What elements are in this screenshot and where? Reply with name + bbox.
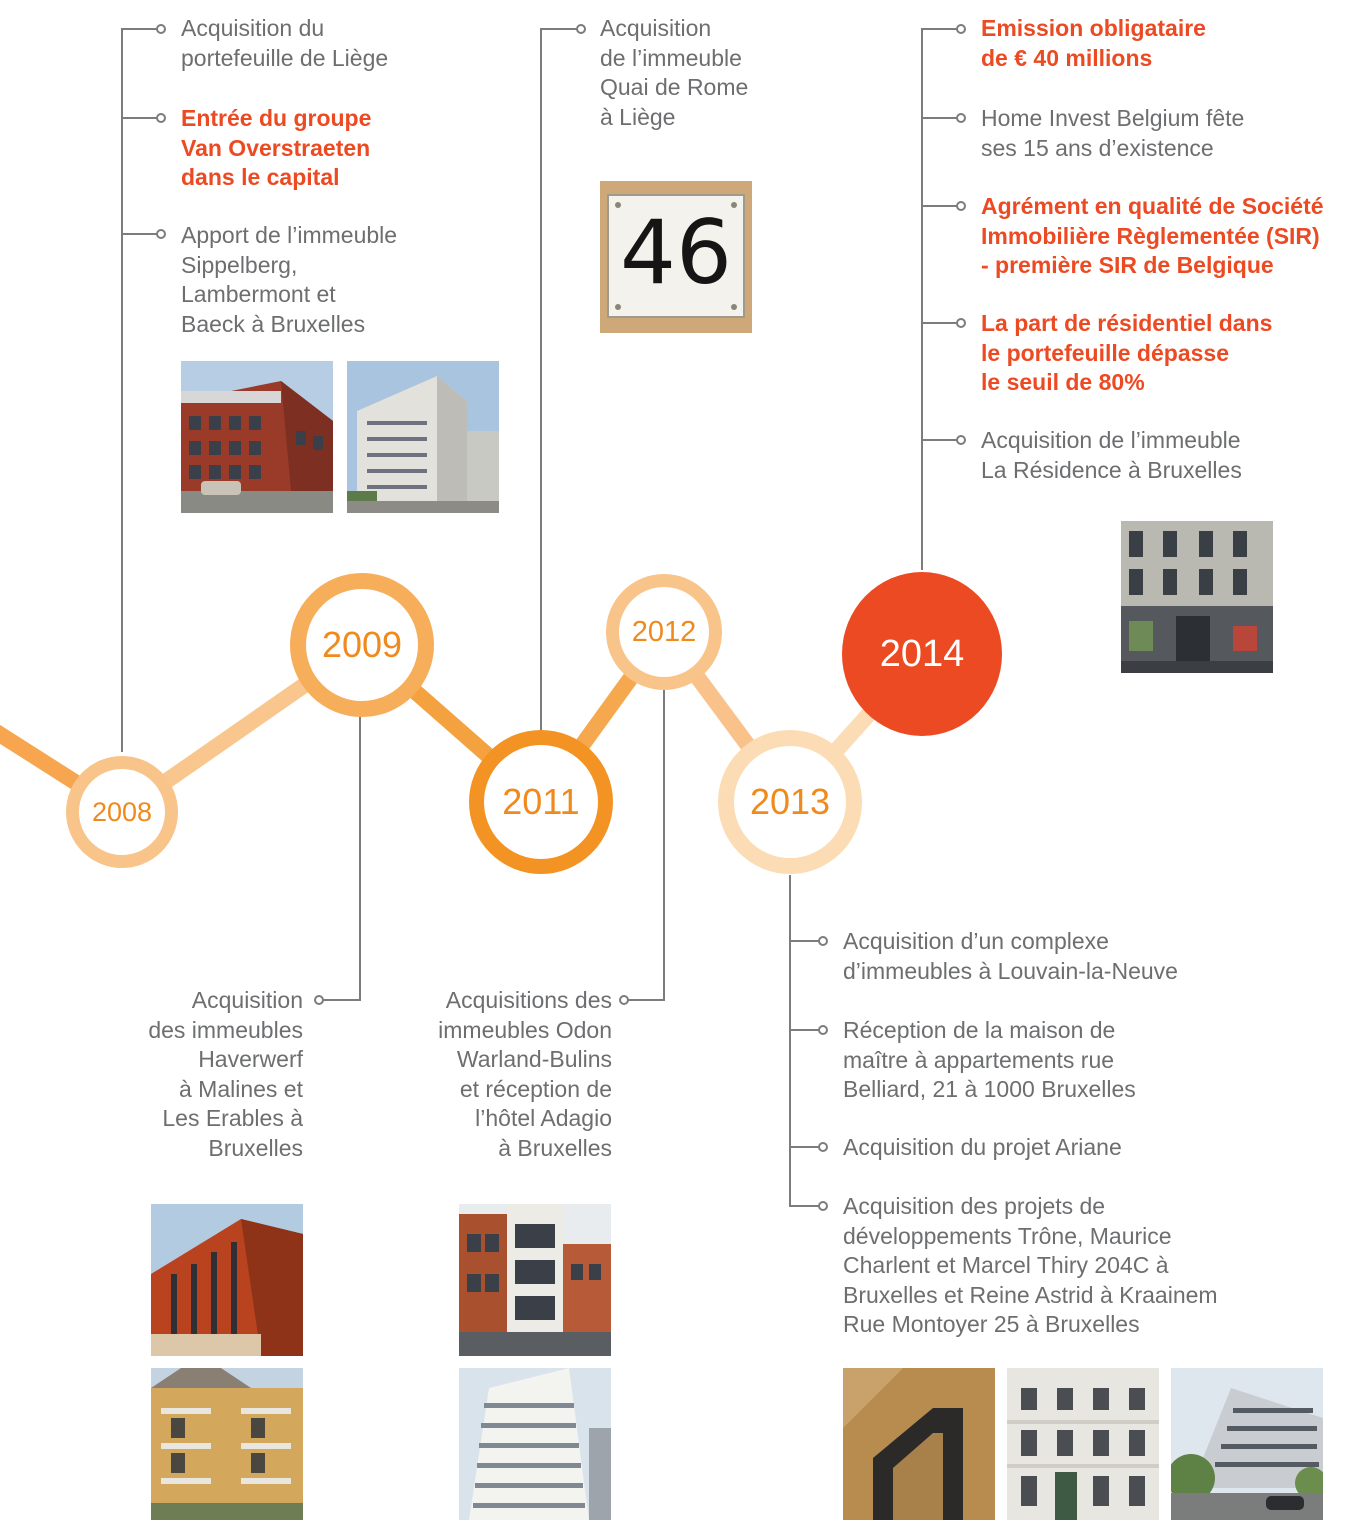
gray-connectors (121, 28, 957, 1207)
year-circle-2013: 2013 (718, 730, 862, 874)
event-2011-quai-de-rome: Acquisition de l’immeuble Quai de Rome à… (600, 15, 749, 130)
event-2008-sippelberg: Apport de l’immeuble Sippelberg, Lamberm… (181, 222, 398, 337)
year-circle-2014: 2014 (842, 572, 1002, 736)
plaque-number: 46 (620, 201, 732, 304)
year-label: 2012 (631, 615, 697, 648)
building-photo (1171, 1368, 1323, 1520)
year-label: 2009 (321, 624, 403, 665)
event-2012-odon-warland: Acquisitions des immeubles Odon Warland-… (438, 987, 612, 1161)
year-circle-2011: 2011 (469, 730, 613, 874)
building-photo (347, 361, 499, 513)
event-2013-development-projects: Acquisition des projets de développement… (843, 1193, 1218, 1337)
event-2009-haverwerf: Acquisition des immeubles Haverwerf à Ma… (148, 987, 303, 1161)
year-circle-2009: 2009 (290, 573, 434, 717)
house-number-plaque: 46 (600, 181, 752, 333)
building-photo (843, 1368, 995, 1520)
event-2014-anniversary: Home Invest Belgium fête ses 15 ans d’ex… (981, 105, 1245, 161)
connector-dots (156, 24, 966, 1211)
event-2013-belliard: Réception de la maison de maître à appar… (843, 1017, 1136, 1102)
building-photo (1121, 521, 1273, 673)
year-circle-2012: 2012 (606, 574, 722, 690)
event-2014-bond-issue: Emission obligataire de € 40 millions (981, 15, 1206, 71)
year-circle-2008: 2008 (66, 756, 178, 868)
year-label: 2014 (879, 632, 965, 675)
year-label: 2008 (91, 796, 153, 827)
event-2013-louvain: Acquisition d’un complexe d’immeubles à … (843, 928, 1178, 984)
building-photo (459, 1204, 611, 1356)
building-photo (151, 1368, 303, 1520)
building-photo (459, 1368, 611, 1520)
event-2008-liege-portfolio: Acquisition du portefeuille de Liège (181, 15, 389, 71)
event-2014-sir-approval: Agrément en qualité de Société Immobiliè… (981, 193, 1324, 278)
event-2014-la-residence: Acquisition de l’immeuble La Résidence à… (981, 427, 1242, 483)
event-2014-residential-share: La part de résidentiel dans le portefeui… (981, 310, 1273, 395)
building-photo (181, 361, 333, 513)
event-2008-van-overstraeten: Entrée du groupe Van Overstraeten dans l… (181, 105, 372, 190)
building-photo (151, 1204, 303, 1356)
event-2013-ariane: Acquisition du projet Ariane (843, 1134, 1122, 1160)
year-label: 2013 (749, 781, 831, 822)
building-photo (1007, 1368, 1159, 1520)
year-label: 2011 (502, 781, 580, 822)
